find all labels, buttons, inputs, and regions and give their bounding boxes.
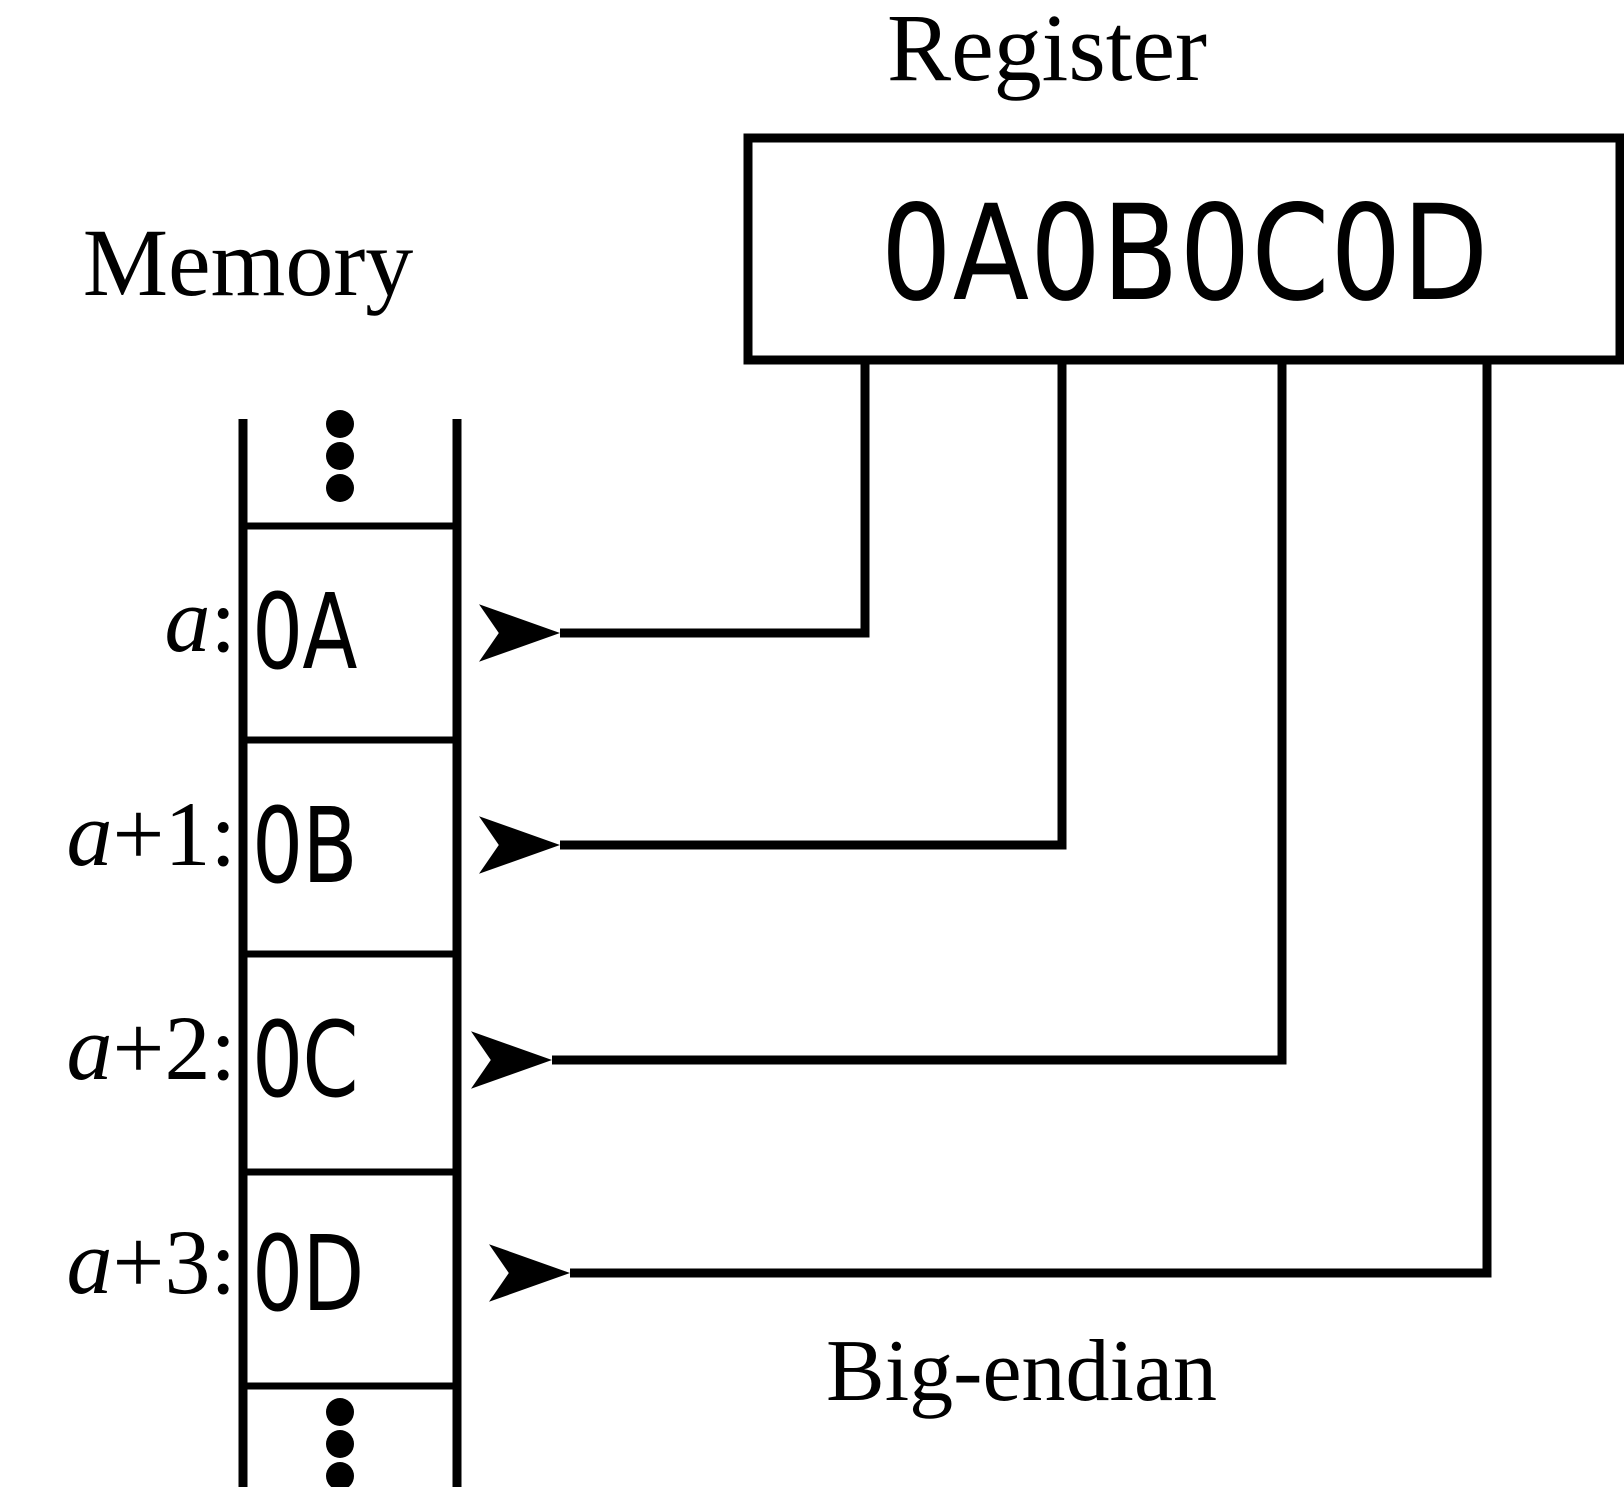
- address-op: +: [112, 1211, 165, 1313]
- address-op: +: [112, 997, 165, 1099]
- address-var: a: [66, 783, 113, 885]
- memory-cell-value-0a: 0A: [252, 571, 357, 693]
- address-num: 1: [164, 783, 211, 885]
- connector-0d: [489, 360, 1492, 1302]
- memory-ellipsis-bottom: [326, 1398, 354, 1487]
- address-colon: :: [210, 569, 236, 671]
- connector-0c: [471, 360, 1287, 1089]
- register-value: 0A0B0C0D: [880, 177, 1490, 331]
- address-label-a-plus-2: a+2:: [0, 1002, 236, 1094]
- connector-0a: [479, 360, 870, 662]
- address-num: 3: [164, 1211, 211, 1313]
- memory-cell-value-0b: 0B: [252, 785, 358, 907]
- address-label-a-plus-3: a+3:: [0, 1216, 236, 1308]
- address-colon: :: [210, 1211, 236, 1313]
- memory-cell-value-0d: 0D: [252, 1213, 364, 1335]
- address-var: a: [66, 997, 113, 1099]
- register-box: [743, 133, 1624, 365]
- memory-cell-value-0c: 0C: [252, 999, 359, 1121]
- address-colon: :: [210, 783, 236, 885]
- memory-ellipsis-top: [326, 410, 354, 502]
- address-label-a: a:: [0, 574, 236, 666]
- memory-title: Memory: [82, 209, 414, 316]
- register-title: Register: [887, 0, 1207, 101]
- address-num: 2: [164, 997, 211, 1099]
- address-colon: :: [210, 997, 236, 1099]
- address-op: +: [112, 783, 165, 885]
- address-var: a: [164, 569, 211, 671]
- address-var: a: [66, 1211, 113, 1313]
- address-label-a-plus-1: a+1:: [0, 788, 236, 880]
- endianness-caption: Big-endian: [826, 1323, 1218, 1420]
- connector-0b: [479, 360, 1067, 874]
